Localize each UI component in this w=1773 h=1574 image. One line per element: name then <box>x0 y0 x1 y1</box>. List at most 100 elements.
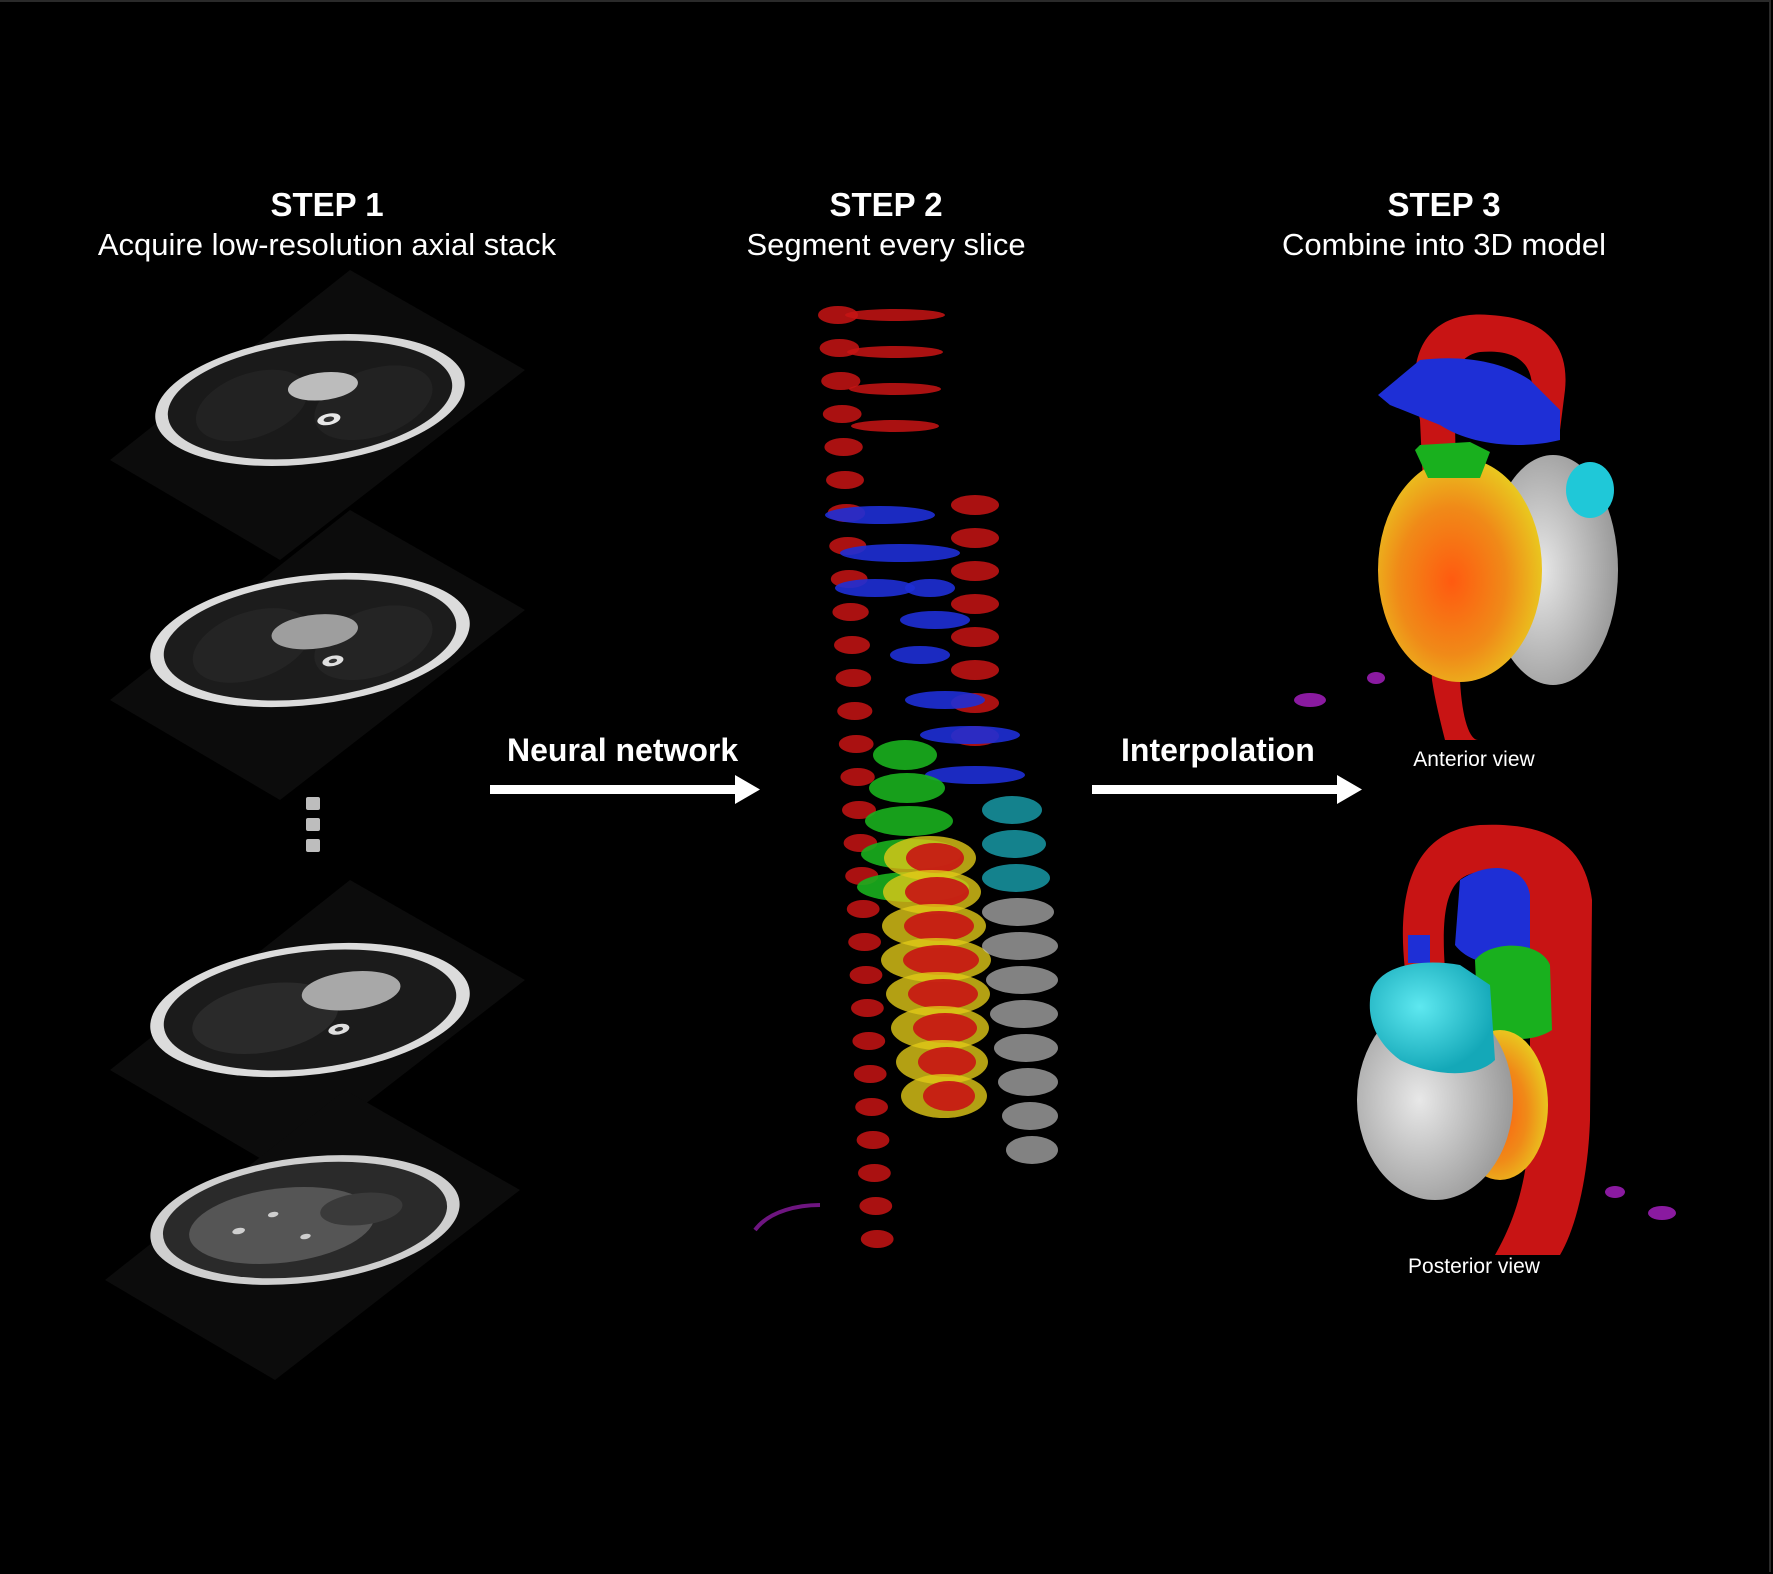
right-ventricle-slice <box>982 830 1046 858</box>
ellipsis-dots <box>306 797 320 852</box>
right-ventricle-slice <box>1006 1136 1058 1164</box>
aorta-slice <box>848 933 881 951</box>
aorta-slice <box>838 735 874 753</box>
right-ventricle-slice <box>982 864 1050 892</box>
anterior-view-caption: Anterior view <box>1413 748 1535 771</box>
pulmonary-slice <box>905 691 985 709</box>
aorta-slice <box>842 801 876 819</box>
pulmonary-slice <box>925 766 1025 784</box>
aorta-posterior <box>1402 824 1592 1255</box>
step-2-title: STEP 2 Segment every slice <box>586 185 1186 265</box>
left-ventricle-slice <box>904 911 974 941</box>
mri-slice-3 <box>110 880 525 1170</box>
aorta-slice <box>855 1098 888 1116</box>
step-3-description: Combine into 3D model <box>1282 227 1606 262</box>
left-ventricle-slice <box>908 979 978 1009</box>
step-1-description: Acquire low-resolution axial stack <box>97 227 557 262</box>
aorta-slice <box>835 669 872 687</box>
aortic-arch-slice <box>851 420 939 432</box>
mri-slice-2 <box>110 510 525 800</box>
stray-voxels-anterior <box>1294 672 1385 707</box>
pulmonary-slice <box>900 611 970 629</box>
left-atrium-posterior <box>1475 945 1552 1040</box>
right-ventricle-slice <box>990 1000 1058 1028</box>
left-ventricle-slice <box>923 1081 975 1111</box>
aorta-slice <box>860 1230 894 1248</box>
aorta-slice <box>826 471 864 489</box>
posterior-view-caption: Posterior view <box>1408 1255 1540 1278</box>
aorta-slice <box>832 603 869 621</box>
mri-slice-1 <box>110 270 525 560</box>
pulmonary-posterior <box>1455 868 1530 964</box>
step-3-label: STEP 3 <box>1387 186 1501 223</box>
aorta-slice <box>856 1131 890 1149</box>
aorta-slice <box>818 306 858 324</box>
aorta-slice <box>821 372 861 390</box>
aorta-slice <box>852 1032 886 1050</box>
left-atrium-slice <box>869 773 945 803</box>
arrow-neural-network <box>490 775 760 804</box>
right-atrium-posterior <box>1369 962 1495 1074</box>
ascending-aorta-slice <box>951 660 999 680</box>
left-atrium-slice <box>873 740 937 770</box>
aortic-arch-slice <box>849 383 941 395</box>
right-atrium-anterior <box>1566 462 1614 518</box>
step-3-title: STEP 3 Combine into 3D model <box>1144 185 1744 265</box>
interpolation-label: Interpolation <box>1121 732 1315 768</box>
aortic-arch-slice <box>845 309 945 321</box>
aorta-slice <box>849 966 883 984</box>
ascending-aorta-slice <box>951 627 999 647</box>
left-ventricle-slice <box>903 945 979 975</box>
right-ventricle-slice <box>994 1034 1058 1062</box>
right-ventricle-slice <box>982 932 1058 960</box>
step-2-label: STEP 2 <box>829 186 943 223</box>
right-ventricle-slice <box>982 796 1042 824</box>
aorta-slice <box>853 1065 887 1083</box>
right-ventricle-slice <box>998 1068 1058 1096</box>
left-ventricle-anterior <box>1378 458 1542 682</box>
aorta-slice <box>859 1197 893 1215</box>
aorta-slice <box>846 900 880 918</box>
aorta-slice <box>840 768 875 786</box>
right-ventricle-slice <box>986 966 1058 994</box>
right-ventricle-slice <box>1002 1102 1058 1130</box>
arrow-interpolation <box>1092 775 1362 804</box>
left-atrium-slice <box>865 806 953 836</box>
mri-slice-4 <box>105 1090 520 1380</box>
ascending-aorta-slice <box>951 561 999 581</box>
left-ventricle-slice <box>913 1013 977 1043</box>
aortic-arch-slice <box>847 346 943 358</box>
stray-voxels-slices <box>753 1203 821 1232</box>
pulmonary-anterior <box>1378 358 1560 445</box>
left-ventricle-slice <box>905 877 969 907</box>
aorta-slice <box>858 1164 891 1182</box>
step-2-description: Segment every slice <box>746 227 1026 262</box>
heart-model-posterior <box>1357 824 1676 1255</box>
pulmonary-slice <box>825 506 935 524</box>
pulmonary-slice <box>835 579 915 597</box>
ascending-aorta-slice <box>951 594 999 614</box>
left-ventricle-slice <box>918 1047 976 1077</box>
left-atrium-anterior <box>1415 442 1490 478</box>
pulmonary-slice <box>905 579 955 597</box>
left-ventricle-slice <box>906 843 964 873</box>
stray-voxels-posterior <box>1605 1186 1676 1220</box>
pulmonary-slice <box>840 544 960 562</box>
step-1-label: STEP 1 <box>270 186 384 223</box>
step-1-title: STEP 1 Acquire low-resolution axial stac… <box>27 185 627 265</box>
aorta-slice <box>822 405 862 423</box>
ascending-aorta-slice <box>951 495 999 515</box>
pulmonary-slice <box>920 726 1020 744</box>
aorta-slice <box>837 702 873 720</box>
right-ventricle-slice <box>982 898 1054 926</box>
pulmonary-branch-posterior <box>1408 935 1430 963</box>
mri-slice-stack <box>105 270 525 1380</box>
aorta-slice <box>824 438 863 456</box>
aorta-slice <box>834 636 870 654</box>
pulmonary-slice <box>890 646 950 664</box>
neural-network-label: Neural network <box>507 732 739 768</box>
segmented-slices <box>753 306 1058 1248</box>
aorta-slice <box>851 999 884 1017</box>
